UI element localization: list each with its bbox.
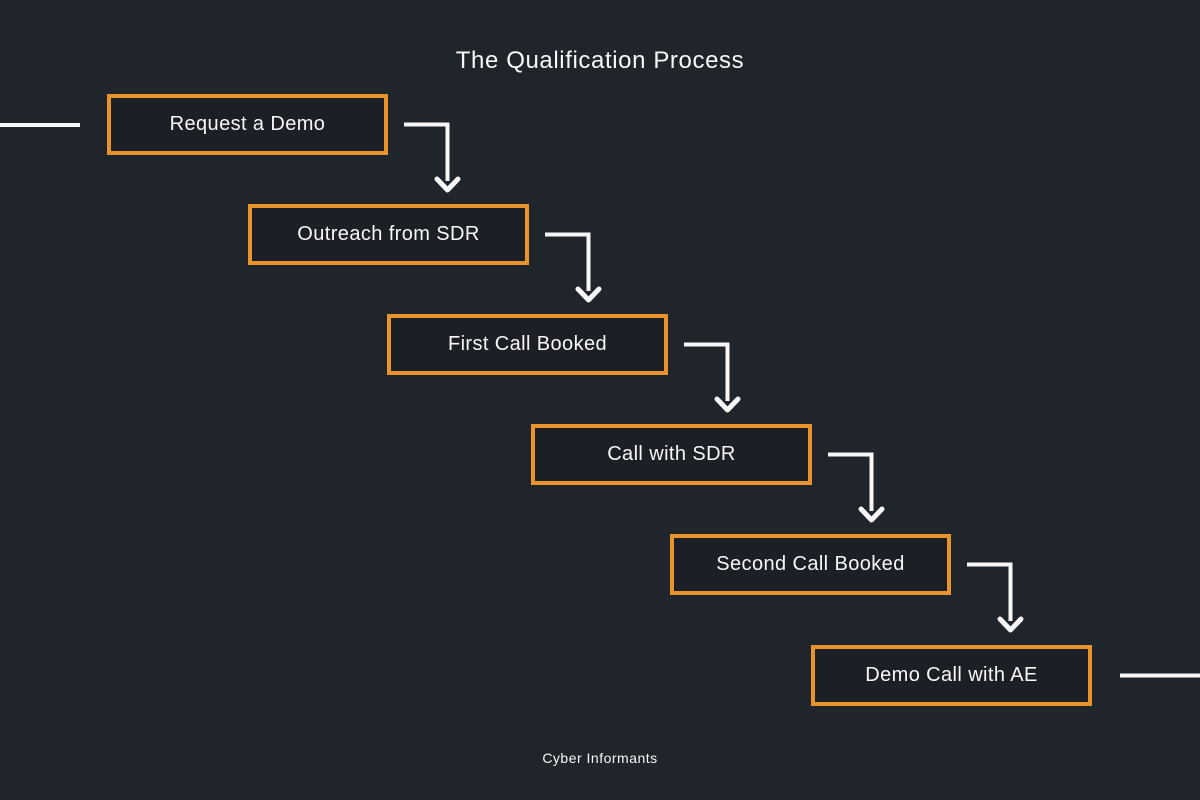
- arrowhead-4-icon: [858, 506, 885, 523]
- footer-caption: Cyber Informants: [542, 750, 658, 766]
- arrowhead-1-icon: [434, 176, 461, 193]
- step-request-a-demo: Request a Demo: [107, 94, 388, 155]
- step-label: Request a Demo: [169, 113, 326, 135]
- arrowhead-5-icon: [997, 616, 1024, 633]
- step-label: Demo Call with AE: [865, 664, 1038, 686]
- step-demo-call-with-ae: Demo Call with AE: [811, 645, 1092, 706]
- step-label: Second Call Booked: [716, 553, 905, 575]
- arrowhead-3-icon: [714, 396, 741, 413]
- step-first-call-booked: First Call Booked: [387, 314, 668, 375]
- step-call-with-sdr: Call with SDR: [531, 424, 812, 485]
- connector-arrow-3: [684, 342, 730, 401]
- step-second-call-booked: Second Call Booked: [670, 534, 951, 595]
- connector-arrow-2: [545, 232, 591, 291]
- diagram-title: The Qualification Process: [455, 47, 745, 74]
- connector-arrow-1: [404, 122, 450, 181]
- step-label: Outreach from SDR: [297, 223, 480, 245]
- step-outreach-from-sdr: Outreach from SDR: [248, 204, 529, 265]
- step-label: First Call Booked: [447, 333, 608, 355]
- step-label: Call with SDR: [607, 443, 736, 465]
- arrowhead-2-icon: [575, 286, 602, 303]
- connector-arrow-4: [828, 452, 874, 511]
- connector-arrow-5: [967, 562, 1013, 621]
